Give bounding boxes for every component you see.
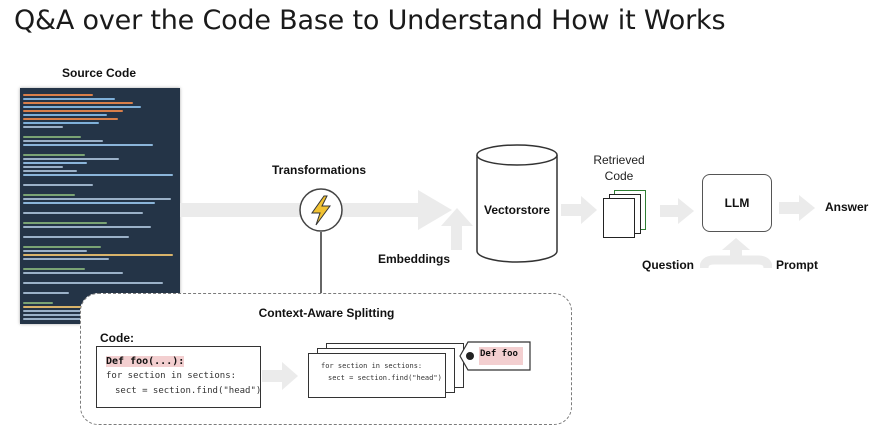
- flow-arrow-head: [418, 190, 452, 230]
- llm-box: [702, 174, 772, 232]
- vectorstore-cylinder: [476, 144, 558, 263]
- embeddings-arrow-head: [441, 208, 473, 226]
- source-code-panel: [20, 88, 180, 324]
- page-title: Q&A over the Code Base to Understand How…: [14, 5, 726, 36]
- transformations-node: [299, 188, 343, 300]
- code-line-find: sect = section.find("head"): [115, 386, 262, 396]
- retrieved-doc-front: [603, 198, 635, 238]
- llm-label: LLM: [724, 196, 750, 210]
- tag-label: Def foo: [480, 349, 518, 359]
- question-label: Question: [642, 258, 695, 272]
- code-line-for: for section in sections:: [106, 371, 237, 381]
- metadata-tag-icon: [459, 341, 531, 371]
- code-line-def: Def foo(...):: [106, 356, 185, 367]
- paper-line-find: sect = section.find("head"): [328, 374, 442, 382]
- paper-line-for: for section in sections:: [321, 362, 423, 370]
- embeddings-arrow-shaft: [451, 222, 462, 250]
- transformations-label: Transformations: [272, 163, 367, 177]
- answer-label: Answer: [825, 200, 869, 214]
- vectorstore-label: Vectorstore: [483, 203, 551, 217]
- arrow-to-answer: [779, 195, 815, 221]
- arrow-to-retrieved: [561, 196, 597, 224]
- embeddings-label: Embeddings: [378, 252, 451, 266]
- context-splitting-title: Context-Aware Splitting: [258, 306, 395, 320]
- arrow-to-papers: [262, 362, 298, 390]
- paper-front: [308, 353, 446, 398]
- prompt-merge-arrow: [700, 238, 772, 269]
- code-label: Code:: [100, 331, 134, 345]
- retrieved-code-label: Retrieved Code: [593, 153, 645, 183]
- arrow-to-llm: [660, 198, 694, 224]
- prompt-label: Prompt: [776, 258, 818, 272]
- source-code-label: Source Code: [62, 66, 137, 80]
